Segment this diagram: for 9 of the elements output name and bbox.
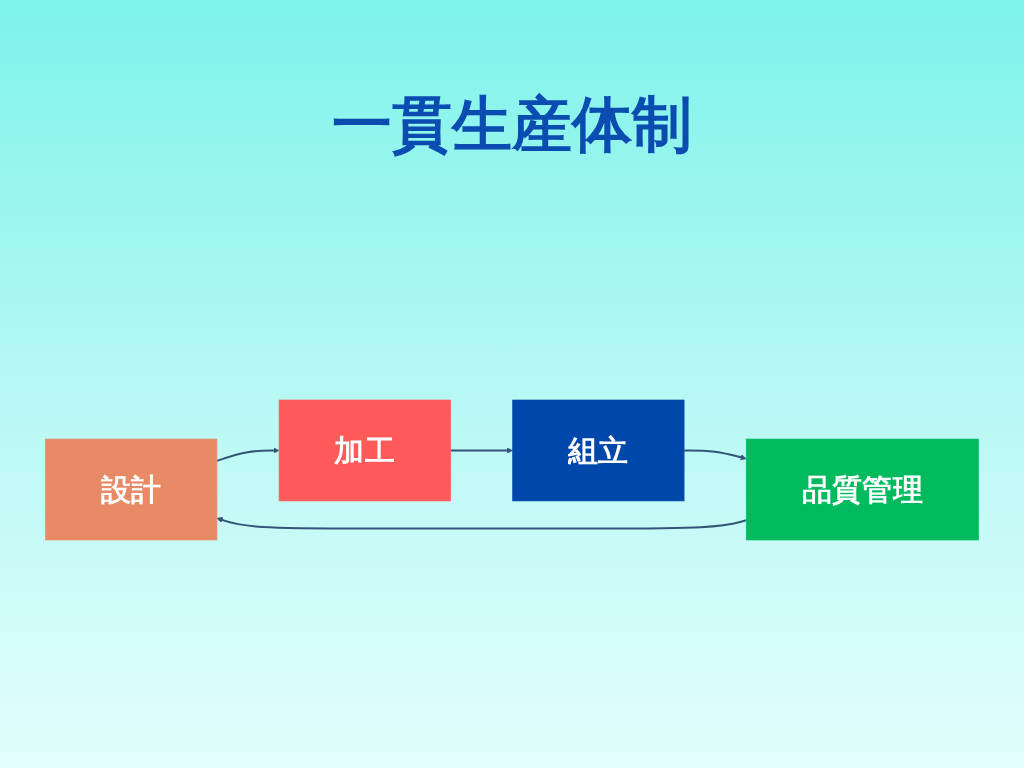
title: 一貫生産体制 [332, 88, 692, 160]
node-box: 組立 [512, 399, 685, 502]
node-box: 設計 [45, 438, 218, 541]
arrow [450, 447, 513, 454]
arrow [684, 449, 747, 461]
arrow [216, 447, 280, 462]
node-box: 品質管理 [745, 438, 979, 541]
node-box: 加工 [278, 399, 451, 502]
arrow [216, 517, 747, 530]
